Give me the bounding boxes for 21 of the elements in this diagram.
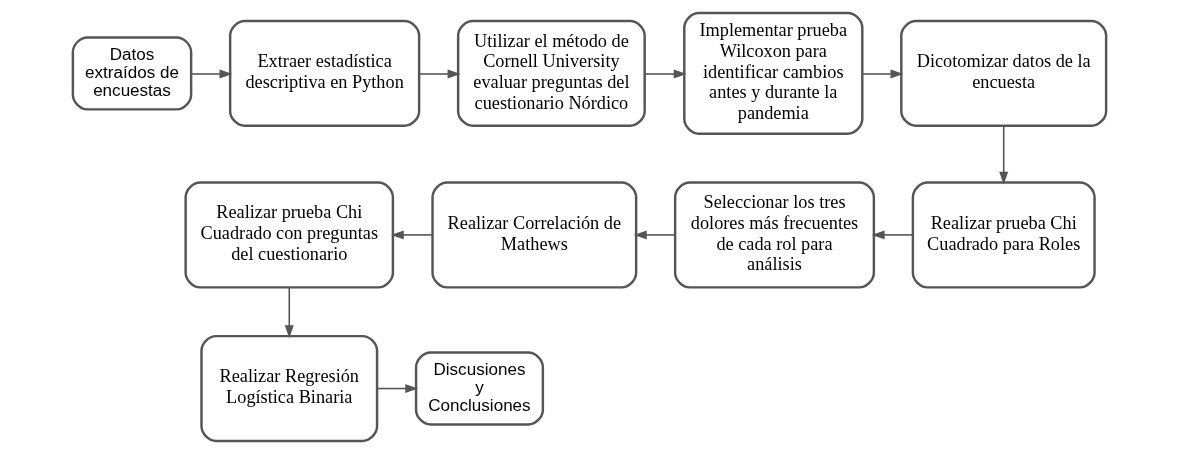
node-box: Realizar Correlación de Mathews — [431, 181, 638, 289]
node-box: Discusiones y Conclusiones — [414, 351, 545, 426]
node-box: Seleccionar los tres dolores más frecuentes de cada rol para análisis — [673, 181, 876, 289]
arrow — [376, 384, 419, 394]
node-box: Realizar prueba Chi Cuadrado con preguntas del cuestionario — [184, 181, 395, 289]
node-box: Implementar prueba Wilcoxon para identificar cambios antes y durante la pandemia — [683, 11, 864, 135]
arrow — [390, 230, 433, 240]
arrow — [871, 230, 914, 240]
arrow — [418, 69, 461, 79]
node-box: Datos extraídos de encuestas — [71, 36, 193, 111]
node-box: Dicotomizar datos de la encuesta — [900, 19, 1108, 128]
node-box: Utilizar el método de Cornell University evaluar preguntas del cuestionario Nórdico — [456, 19, 646, 128]
arrow — [644, 69, 687, 79]
arrow — [861, 69, 904, 79]
arrow — [190, 69, 233, 79]
arrow — [633, 230, 676, 240]
arrow — [284, 286, 294, 339]
node-box: Extraer estadística descriptiva en Python — [228, 19, 421, 128]
node-box: Realizar prueba Chi Cuadrado para Roles — [911, 181, 1096, 289]
node-box: Realizar Regresión Logística Binaria — [200, 334, 379, 443]
arrow — [999, 125, 1009, 185]
